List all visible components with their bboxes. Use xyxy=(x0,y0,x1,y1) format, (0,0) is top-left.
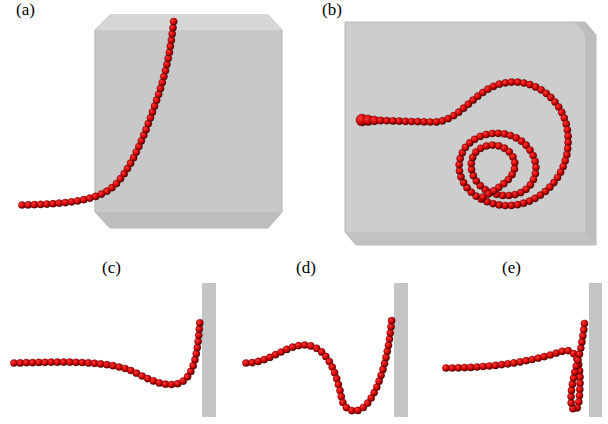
bead xyxy=(196,319,203,326)
wall-e xyxy=(589,283,602,417)
chain-e xyxy=(446,318,585,410)
chain-a xyxy=(22,18,174,205)
wall-c xyxy=(202,283,216,417)
wall-box-b xyxy=(345,22,596,245)
bead xyxy=(581,320,588,327)
chain-b xyxy=(362,82,568,205)
bead xyxy=(385,342,392,349)
panel-label: (b) xyxy=(322,0,342,20)
wall-box-a xyxy=(95,15,282,228)
bead xyxy=(170,18,177,25)
panel-label: (a) xyxy=(16,0,35,20)
bead xyxy=(388,317,395,324)
chain-c xyxy=(14,320,200,385)
panel-label: (e) xyxy=(502,258,521,278)
wall-d xyxy=(394,283,408,417)
panel-label: (d) xyxy=(296,258,316,278)
bead xyxy=(479,194,486,201)
panel-label: (c) xyxy=(102,258,121,278)
bead xyxy=(510,359,517,366)
chain-d xyxy=(246,315,392,411)
